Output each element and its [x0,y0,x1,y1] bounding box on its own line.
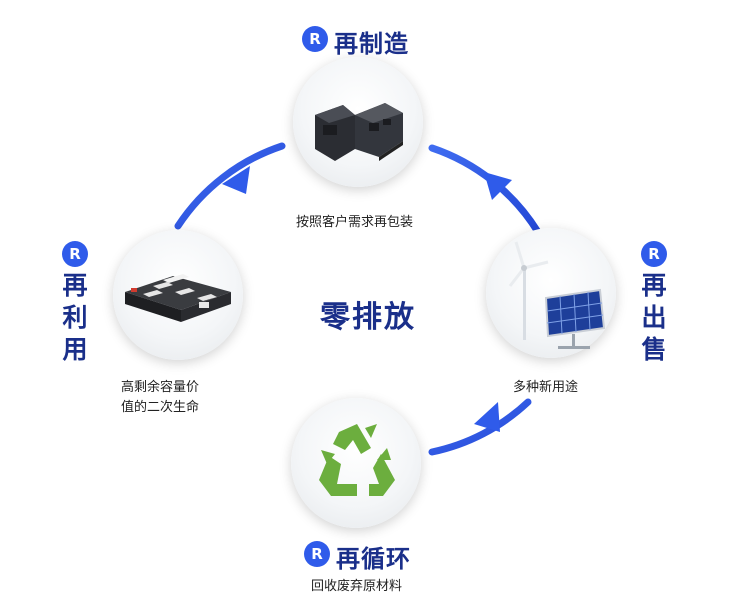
arc-right-bottom [428,398,532,456]
left-caption-line2: 值的二次生命 [121,400,200,415]
right-caption: 多种新用途 [513,380,579,395]
bottom-node-circle [291,398,421,528]
right-title: 再出售 [641,271,667,364]
bottom-r-badge: R [304,541,330,567]
left-title: 再利用 [62,271,88,364]
left-caption-line1: 高剩余容量价 [121,380,200,395]
arc-top-right [428,144,542,236]
right-node-circle [486,228,616,358]
bottom-caption: 回收废弃原材料 [311,579,403,594]
battery-pack-icon [125,274,231,322]
top-node-circle [293,57,423,187]
top-caption: 按照客户需求再包装 [296,215,414,230]
top-title: 再制造 [334,30,409,58]
top-r-badge: R [302,26,328,52]
center-label: 零排放 [320,300,416,335]
arrow-head-right [484,172,512,200]
wind-solar-icon [508,241,606,349]
bottom-title: 再循环 [336,545,411,573]
arrow-head-left [222,166,250,194]
recycle-icon [319,424,395,496]
left-r-badge: R [62,241,88,267]
arc-left-top [174,142,286,230]
left-node-circle [113,230,243,360]
right-r-badge: R [641,241,667,267]
arrow-head-bottom [474,402,500,432]
packaging-case-icon [315,103,403,161]
